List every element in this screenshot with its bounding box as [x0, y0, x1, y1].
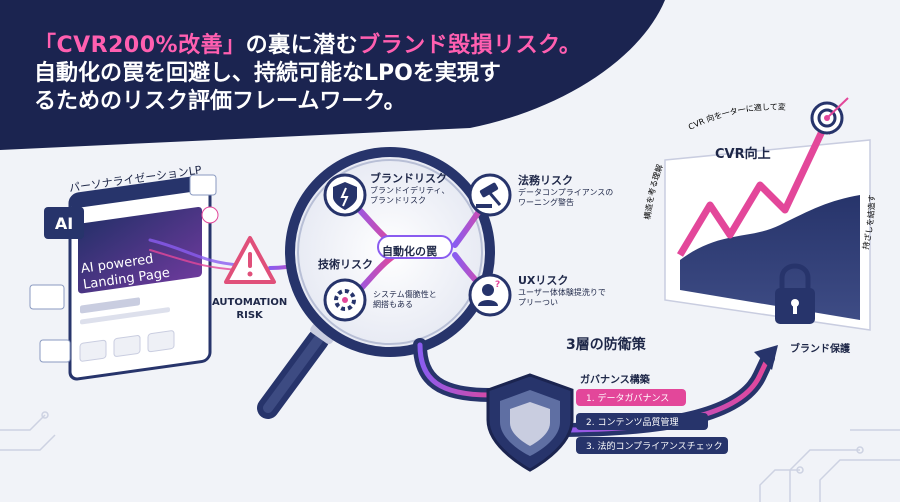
headline-text: の裏に潜む — [245, 33, 359, 58]
shield-icon — [486, 373, 574, 472]
ux-risk-icon: ? — [468, 273, 512, 317]
ux-risk-desc1: ユーザー体体験提洗りで — [518, 288, 606, 297]
headline-line2: 自動化の罠を回避し、持続可能なLPOを実現す — [34, 61, 501, 87]
legal-risk-title: 法務リスク — [518, 174, 573, 187]
tech-risk-desc2: 網搭もある — [373, 300, 413, 310]
headline: 「CVR200%改善」の裏に潜むブランド毀損リスク。 自動化の罠を回避し、持続可… — [34, 32, 594, 116]
legal-risk-desc2: ワーニング警告 — [518, 198, 574, 208]
circuit-decoration — [759, 429, 900, 502]
brand-risk-node: ブランドリスク ブランドイデリティ、 ブランドリスク — [370, 170, 450, 207]
automation-risk-line1: AUTOMATION — [212, 297, 288, 308]
tech-risk-icon — [323, 278, 367, 322]
floating-ui-cards — [29, 174, 219, 363]
tech-risk-node: 技術リスク — [318, 256, 373, 272]
tech-risk-desc: システム傷脆性と 網搭もある — [373, 290, 437, 311]
brand-protection-label: ブランド保護 — [790, 344, 850, 355]
ux-risk-node: UXリスク ユーザー体体験提洗りで プリーつい — [518, 272, 606, 309]
brand-risk-desc2: ブランドリスク — [370, 196, 426, 206]
lock-icon — [775, 263, 815, 324]
tech-risk-desc1: システム傷脆性と — [373, 290, 437, 299]
defense-title: 3層の防衛策 — [566, 337, 646, 353]
arc-text-top: CVR 向を一タ一に適して変 — [687, 102, 786, 132]
headline-line3: るためのリスク評価フレームワーク。 — [34, 89, 406, 115]
target-icon — [810, 97, 849, 135]
svg-text:?: ? — [495, 280, 500, 290]
headline-highlight-cvr: 「CVR200%改善」 — [34, 33, 246, 58]
ux-risk-title: UXリスク — [518, 274, 569, 287]
cvr-up-label: CVR向上 — [715, 147, 771, 162]
defense-item-content-quality: 2. コンテンツ品質管理 — [576, 413, 708, 430]
arc-text-left: 構造を考る理解 — [642, 163, 665, 220]
tech-risk-title: 技術リスク — [318, 258, 373, 271]
ai-badge: AI — [44, 207, 84, 239]
governance-title: ガバナンス構築 — [580, 375, 650, 386]
brand-risk-icon — [323, 173, 367, 217]
legal-risk-desc1: データコンプライアンスの — [518, 188, 614, 197]
lp-mockup — [68, 174, 212, 381]
defense-item-data-governance: 1. データガバナンス — [576, 389, 686, 406]
header-band — [0, 0, 665, 150]
automation-risk-line2: RISK — [236, 310, 263, 321]
magnifier-center-label: 自動化の罠 — [382, 245, 437, 258]
headline-highlight-brand: ブランド毀損リスク。 — [358, 33, 582, 58]
brand-risk-title: ブランドリスク — [370, 172, 447, 185]
defense-item-legal-compliance: 3. 法的コンプライアンスチェック — [576, 437, 728, 454]
warning-triangle-icon — [224, 236, 276, 284]
brand-risk-desc1: ブランドイデリティ、 — [370, 186, 450, 195]
automation-risk-label: AUTOMATION RISK — [212, 296, 287, 322]
legal-risk-icon — [468, 173, 512, 217]
ux-risk-desc2: プリーつい — [518, 298, 558, 308]
legal-risk-node: 法務リスク データコンプライアンスの ワーニング警告 — [518, 172, 613, 209]
headline-line1: 「CVR200%改善」の裏に潜むブランド毀損リスク。 — [34, 32, 594, 60]
circuit-decoration-left — [0, 411, 56, 451]
